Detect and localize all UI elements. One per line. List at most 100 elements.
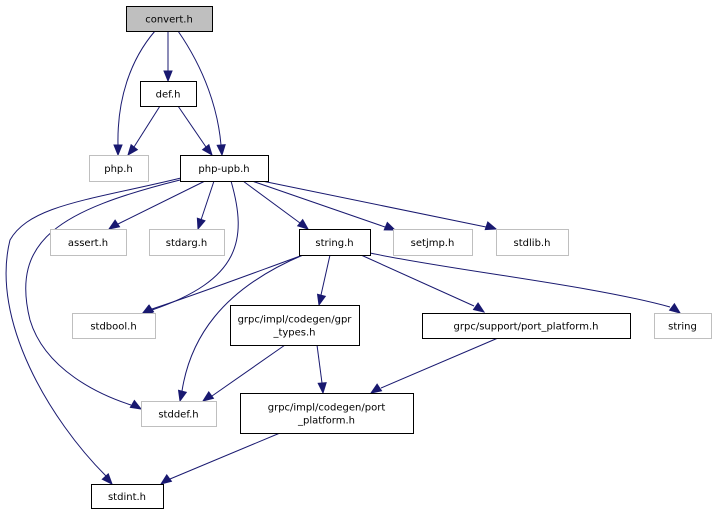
node-box xyxy=(72,313,156,339)
edge-line xyxy=(360,254,475,307)
node-label: grpc/impl/codegen/port xyxy=(268,403,386,414)
edge-line xyxy=(251,180,386,228)
arrowhead-icon xyxy=(201,390,215,402)
node-string-h[interactable]: string.h xyxy=(299,229,371,256)
node-box xyxy=(141,401,217,427)
arrowhead-icon xyxy=(163,70,173,83)
arrowhead-icon xyxy=(201,143,213,157)
node-box xyxy=(126,6,213,32)
edge-line xyxy=(261,180,487,228)
node-box xyxy=(140,81,197,107)
edge-line xyxy=(211,344,286,397)
node-label: php-upb.h xyxy=(198,164,249,175)
node-label: _platform.h xyxy=(297,416,355,427)
node-label: setjmp.h xyxy=(411,238,455,249)
node-label: stdbool.h xyxy=(90,322,136,333)
node-label: _types.h xyxy=(272,328,315,339)
edge-line xyxy=(369,252,671,308)
edge-line xyxy=(320,254,331,296)
edge-line xyxy=(117,30,156,146)
arrowhead-icon xyxy=(484,221,498,231)
node-stdint[interactable]: stdint.h xyxy=(91,484,164,509)
node-box xyxy=(149,229,225,256)
edge-phpupb-to-stddef xyxy=(25,179,181,410)
edge-codegen_pp-to-stdint xyxy=(159,432,281,485)
edge-convert-to-php xyxy=(113,30,156,157)
arrowhead-icon xyxy=(101,473,113,486)
edge-string_h-to-stddef xyxy=(177,254,304,403)
arrowhead-icon xyxy=(668,302,682,314)
arrowhead-icon xyxy=(107,219,121,230)
node-box xyxy=(240,393,414,434)
node-label: assert.h xyxy=(68,238,108,249)
arrowhead-icon xyxy=(127,143,139,157)
edge-phpupb-to-stdint xyxy=(5,177,182,486)
node-box xyxy=(230,305,360,346)
node-label: convert.h xyxy=(145,15,193,26)
node-label: string.h xyxy=(315,238,353,249)
nodes-layer: convert.h def.h php.h php-upb.h assert.h stda… xyxy=(50,6,712,509)
node-box xyxy=(496,229,569,256)
edge-def-to-php xyxy=(127,105,161,157)
edge-line xyxy=(181,254,304,392)
edge-line xyxy=(177,30,222,146)
arrowhead-icon xyxy=(296,218,310,230)
arrowhead-icon xyxy=(316,293,327,307)
edge-phpupb-to-stdlib xyxy=(261,180,498,231)
node-convert[interactable]: convert.h xyxy=(126,6,213,32)
edge-line xyxy=(177,105,207,148)
edge-line xyxy=(200,180,215,221)
edge-phpupb-to-stdarg xyxy=(196,180,215,231)
node-label: stdint.h xyxy=(108,492,146,503)
node-assert: assert.h xyxy=(50,229,127,256)
edge-string_h-to-string xyxy=(369,252,682,314)
arrowhead-icon xyxy=(472,302,486,313)
node-label: stdlib.h xyxy=(514,238,551,249)
node-box xyxy=(50,229,127,256)
edges-layer xyxy=(5,30,682,486)
node-box xyxy=(393,229,473,256)
node-codegen-pp[interactable]: grpc/impl/codegen/port _platform.h xyxy=(240,393,414,434)
node-label: stddef.h xyxy=(158,410,198,421)
node-support-pp[interactable]: grpc/support/port_platform.h xyxy=(422,313,631,339)
edge-gpr_types-to-codegen_pp xyxy=(316,344,327,395)
node-setjmp: setjmp.h xyxy=(393,229,473,256)
arrowhead-icon xyxy=(216,144,226,157)
edge-line xyxy=(169,432,281,480)
edge-string_h-to-gpr_types xyxy=(316,254,331,307)
edge-line xyxy=(117,180,206,225)
edge-gpr_types-to-stddef xyxy=(201,344,286,402)
node-box xyxy=(299,229,371,256)
node-string: string xyxy=(654,313,712,339)
node-label: php.h xyxy=(104,164,133,175)
edge-line xyxy=(242,180,301,224)
edge-phpupb-to-assert xyxy=(107,180,206,230)
node-stddef: stddef.h xyxy=(141,401,217,427)
arrowhead-icon xyxy=(129,399,143,410)
node-stdlib: stdlib.h xyxy=(496,229,569,256)
node-label: def.h xyxy=(156,90,181,101)
node-php: php.h xyxy=(89,155,149,182)
arrowhead-icon xyxy=(383,221,397,231)
edge-def-to-phpupb xyxy=(177,105,213,157)
node-box xyxy=(422,313,631,339)
node-box xyxy=(180,155,269,182)
edge-phpupb-to-string_h xyxy=(242,180,310,230)
edge-phpupb-to-setjmp xyxy=(251,180,397,231)
node-phpupb[interactable]: php-upb.h xyxy=(180,155,269,182)
node-def[interactable]: def.h xyxy=(140,81,197,107)
arrowhead-icon xyxy=(177,389,188,403)
arrowhead-icon xyxy=(159,473,173,485)
node-label: grpc/support/port_platform.h xyxy=(454,322,599,333)
node-label: string xyxy=(668,322,697,333)
node-stdarg: stdarg.h xyxy=(149,229,225,256)
edge-string_h-to-support_pp xyxy=(360,254,486,313)
edge-line xyxy=(25,179,181,406)
edge-support_pp-to-codegen_pp xyxy=(369,337,499,394)
edge-line xyxy=(151,254,304,310)
edge-line xyxy=(316,344,323,384)
arrowhead-icon xyxy=(196,217,206,231)
node-gpr-types[interactable]: grpc/impl/codegen/gpr_types.h xyxy=(230,305,360,346)
node-box xyxy=(654,313,712,339)
